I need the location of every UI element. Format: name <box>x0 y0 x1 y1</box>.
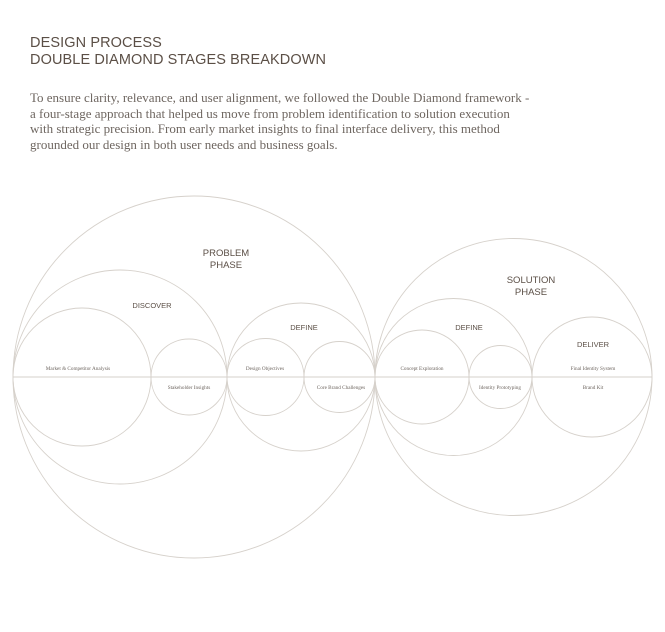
define-solution-label: DEFINE <box>455 323 483 332</box>
deliver-circle <box>531 316 653 438</box>
intro-paragraph: To ensure clarity, relevance, and user a… <box>30 90 530 152</box>
item-concept-exploration: Concept Exploration <box>400 366 443 372</box>
title-line-2: DOUBLE DIAMOND STAGES BREAKDOWN <box>30 52 327 68</box>
item-identity-prototyping: Identity Prototyping <box>479 385 521 391</box>
item-stakeholder-insights: Stakeholder Insights <box>168 385 211 391</box>
problem-phase-label-1: PROBLEM <box>203 248 250 259</box>
problem-phase-label-2: PHASE <box>210 260 242 271</box>
item-market-analysis: Market & Competitor Analysis <box>46 366 110 372</box>
page-title: DESIGN PROCESS DOUBLE DIAMOND STAGES BRE… <box>30 35 326 69</box>
item-final-identity-system: Final Identity System <box>571 366 616 372</box>
item-design-objectives: Design Objectives <box>246 366 284 372</box>
title-line-1: DESIGN PROCESS <box>30 35 162 51</box>
solution-phase-label-2: PHASE <box>515 287 547 298</box>
deliver-label: DELIVER <box>577 340 610 349</box>
item-brand-kit: Brand Kit <box>583 385 604 391</box>
solution-phase-label-1: SOLUTION <box>507 275 556 286</box>
item-core-brand-challenges: Core Brand Challenges <box>317 385 365 391</box>
define-problem-label: DEFINE <box>290 323 318 332</box>
discover-label: DISCOVER <box>132 301 172 310</box>
